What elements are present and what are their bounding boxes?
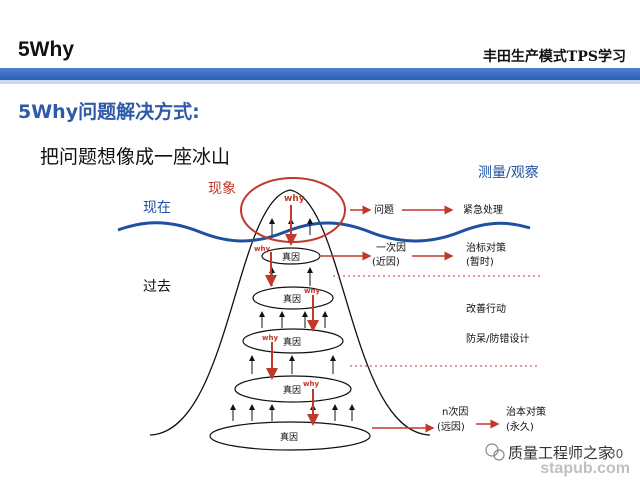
header-band [0,68,640,80]
watermark: stapub.com [540,460,630,477]
layer-ellipse-1 [261,247,321,265]
why-label-4: why [262,334,278,342]
why-label-3: why [304,287,320,295]
true-cause-2: 真因 [283,293,301,305]
nth-cause-sub: (远因) [437,421,465,433]
root-fix-label: 治本对策 [506,405,546,418]
why-arrows [265,205,319,426]
true-cause-3: 真因 [283,336,301,348]
iceberg-outline [149,189,431,436]
water-wave [117,221,531,243]
prevent-label: 防呆/防错设计 [466,332,529,345]
nth-cause-label: n次因 [442,405,468,418]
issue-label: 问题 [374,203,394,216]
improve-label: 改善行动 [466,302,506,315]
layer-ellipse-3 [242,328,344,354]
why-label-1: why [284,194,305,204]
primary-cause-label: 一次因 [376,241,406,254]
label-phenomenon: 现象 [208,181,236,197]
layer-ellipse-5 [209,421,371,451]
label-measure: 测量/观察 [478,164,539,181]
page-number: 30 [608,447,624,461]
root-fix-sub: (永久) [506,420,534,433]
why-label-2: why [254,245,270,253]
true-cause-5: 真因 [280,431,298,443]
label-present: 现在 [143,200,171,216]
brand-label: 质量工程师之家 [508,444,614,462]
header-title: 5Why [18,38,75,61]
primary-cause-sub: (近因) [372,255,400,268]
subtitle: 5Why问题解决方式: [18,101,200,123]
symptom-fix-label: 治标对策 [466,241,506,254]
why-label-5: why [303,380,319,388]
statement: 把问题想像成一座冰山 [40,146,231,168]
wechat-icon [485,443,505,461]
label-past: 过去 [143,279,171,295]
layer-ellipse-4 [234,375,352,403]
header-right-title: 丰田生产模式TPS学习 [482,49,626,65]
symptom-fix-sub: (暂时) [466,256,494,268]
true-cause-1: 真因 [282,251,300,263]
header-band-light [0,80,640,84]
emergency-label: 紧急处理 [463,203,503,216]
true-cause-4: 真因 [283,384,301,396]
phenomenon-ellipse [240,177,346,243]
